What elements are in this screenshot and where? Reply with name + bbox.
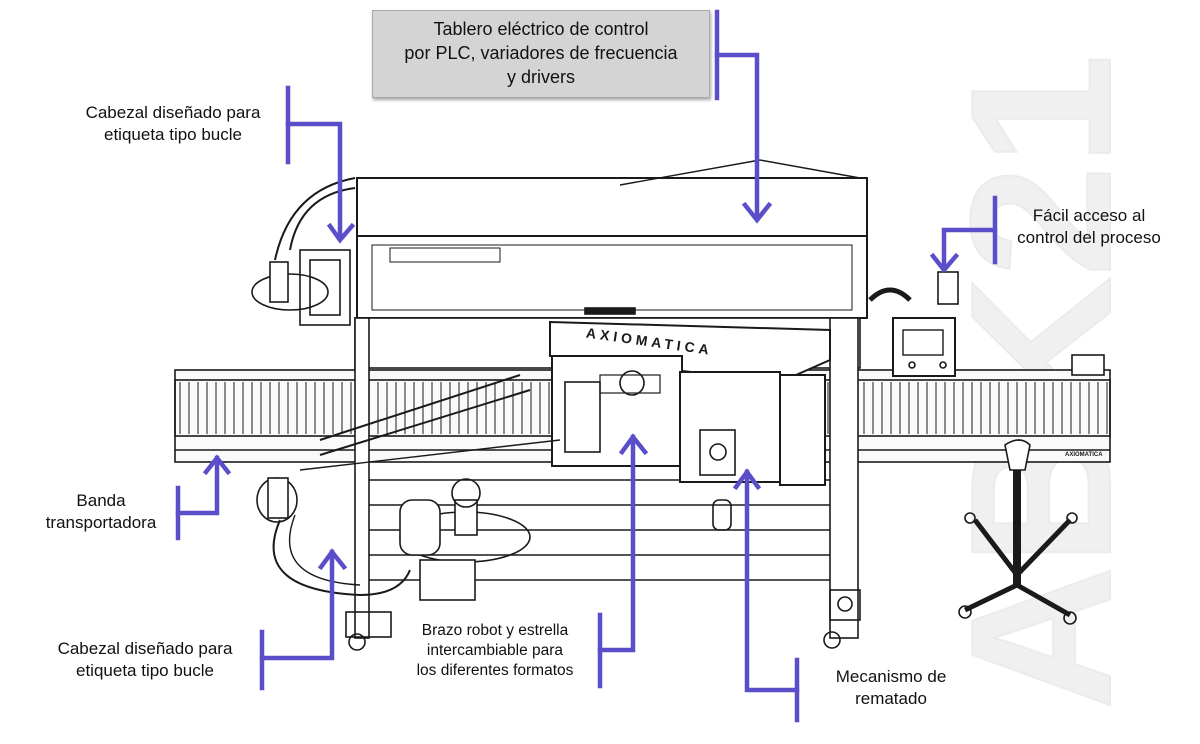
- arrow-head-top: [285, 85, 356, 244]
- callout-conveyor: Banda transportadora: [45, 491, 157, 532]
- callout-easy-access: Fácil acceso al control del proceso: [1017, 206, 1161, 247]
- hmi-panel: [868, 271, 959, 377]
- arrow-head-bottom: [259, 548, 348, 691]
- control-cabinet: [356, 159, 868, 319]
- arrow-conveyor: [175, 454, 232, 541]
- capping-module: [549, 320, 831, 531]
- arrow-robot-arm: [597, 433, 649, 689]
- arrow-easy-access: [929, 195, 998, 274]
- side-brand: AXIOMATICA: [1065, 452, 1103, 458]
- arrow-capping: [732, 468, 800, 723]
- callout-robot-arm: Brazo robot y estrella intercambiable pa…: [416, 622, 574, 679]
- callout-control-panel: Tablero eléctrico de control por PLC, va…: [372, 10, 710, 98]
- callout-capping: Mecanismo de rematado: [835, 667, 947, 708]
- callout-head-bottom: Cabezal diseñado para etiqueta tipo bucl…: [57, 639, 233, 680]
- bottle-stand: [958, 439, 1078, 625]
- callout-head-top: Cabezal diseñado para etiqueta tipo bucl…: [85, 103, 261, 144]
- arrow-control-panel: [714, 9, 773, 224]
- label-head-bottom: [256, 374, 561, 601]
